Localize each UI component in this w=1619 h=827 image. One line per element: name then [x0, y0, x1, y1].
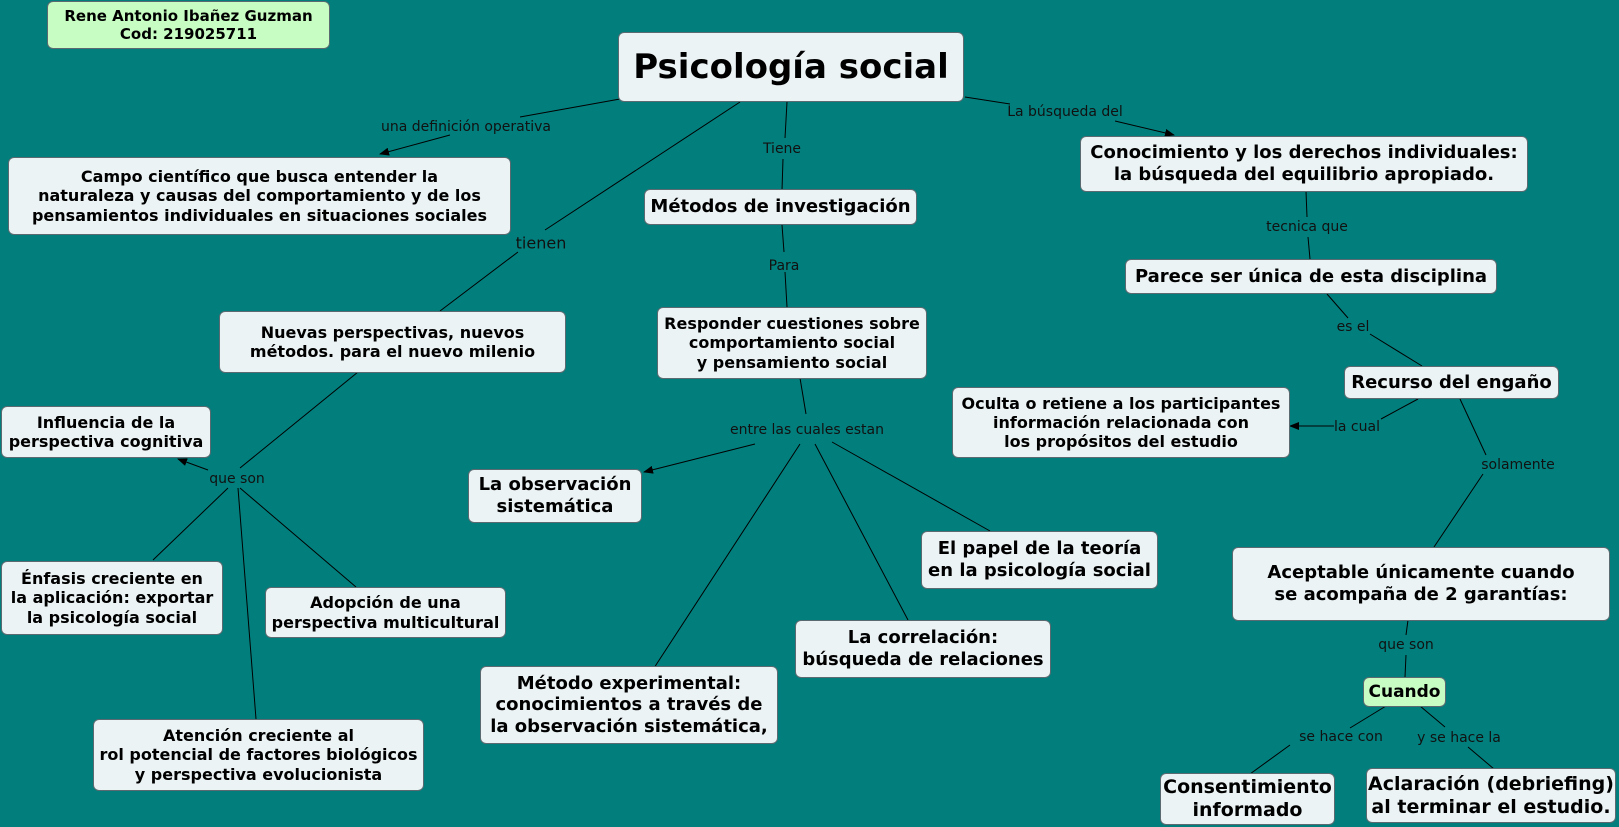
concept-knowledge-rights[interactable]: Conocimiento y los derechos individuales…	[1080, 136, 1528, 192]
link-label-which: la cual	[1334, 419, 1380, 435]
concept-research-methods[interactable]: Métodos de investigación	[644, 189, 917, 225]
link-line	[239, 487, 357, 588]
link-line	[1249, 744, 1291, 775]
root-concept[interactable]: Psicología social	[618, 32, 964, 102]
link-line	[1405, 619, 1409, 636]
concept-deception[interactable]: Recurso del engaño	[1344, 366, 1559, 399]
link-label-which-are-left: que son	[209, 471, 265, 487]
link-line	[1433, 473, 1484, 548]
concept-new-perspectives[interactable]: Nuevas perspectivas, nuevos métodos. par…	[219, 311, 566, 373]
link-line	[1114, 120, 1175, 137]
concept-experimental[interactable]: Método experimental: conocimientos a tra…	[480, 666, 778, 744]
link-line	[237, 487, 257, 720]
link-line	[1349, 705, 1387, 729]
link-line	[1326, 293, 1349, 319]
concept-cognitive[interactable]: Influencia de la perspectiva cognitiva	[1, 406, 211, 458]
link-line	[544, 101, 741, 231]
link-line	[519, 98, 621, 118]
concept-when[interactable]: Cuando	[1363, 677, 1446, 707]
link-label-for: Para	[768, 258, 800, 274]
link-line	[831, 441, 991, 532]
author-name: Rene Antonio Ibañez Guzman	[64, 7, 313, 25]
concept-acceptable[interactable]: Aceptable únicamente cuando se acompaña …	[1232, 547, 1610, 621]
link-line	[964, 96, 1011, 105]
concept-hides-info[interactable]: Oculta o retiene a los participantes inf…	[952, 387, 1290, 458]
concept-multicultural[interactable]: Adopción de una perspectiva multicultura…	[265, 587, 506, 638]
link-line	[177, 458, 209, 471]
concept-consent[interactable]: Consentimiento informado	[1160, 773, 1335, 825]
concept-debriefing[interactable]: Aclaración (debriefing) al terminar el e…	[1366, 768, 1616, 823]
link-line	[1419, 705, 1446, 728]
link-label-among-which: entre las cuales estan	[730, 422, 884, 438]
concept-theory-role[interactable]: El papel de la teoría en la psicología s…	[921, 531, 1158, 589]
link-line	[784, 101, 788, 139]
author-code: Cod: 219025711	[119, 25, 258, 43]
link-line	[784, 271, 788, 308]
link-line	[1305, 190, 1308, 218]
link-label-is-the: es el	[1336, 319, 1370, 335]
link-label-has: Tiene	[762, 141, 802, 157]
link-line	[781, 224, 785, 253]
link-line	[781, 158, 784, 191]
concept-observation[interactable]: La observación sistemática	[468, 469, 642, 523]
link-line	[379, 134, 451, 156]
link-line	[1369, 333, 1423, 367]
link-label-and-done: y se hace la	[1417, 730, 1501, 746]
concept-correlation[interactable]: La correlación: búsqueda de relaciones	[795, 620, 1051, 678]
concept-biological[interactable]: Atención creciente al rol potencial de f…	[93, 719, 424, 791]
link-label-operative-definition: una definición operativa	[381, 119, 551, 135]
link-line	[814, 443, 909, 621]
link-line	[643, 443, 756, 474]
link-label-have: tienen	[515, 233, 567, 253]
link-line	[1404, 654, 1407, 678]
concept-definition[interactable]: Campo científico que busca entender la n…	[8, 157, 511, 235]
link-line	[653, 443, 801, 669]
link-line	[1380, 398, 1419, 420]
concept-unique-discipline[interactable]: Parece ser única de esta disciplina	[1125, 259, 1497, 294]
author-box: Rene Antonio Ibañez Guzman Cod: 21902571…	[47, 1, 330, 49]
concept-answer-questions[interactable]: Responder cuestiones sobre comportamient…	[657, 307, 927, 379]
link-line	[1459, 398, 1487, 456]
link-label-search-of: La búsqueda del	[1007, 104, 1123, 120]
link-line	[152, 487, 229, 561]
link-label-done-with: se hace con	[1299, 729, 1383, 745]
link-line	[1467, 746, 1495, 770]
link-label-which-are-right: que son	[1378, 637, 1434, 653]
link-label-technique-that: tecnica que	[1266, 219, 1348, 235]
concept-application[interactable]: Énfasis creciente en la aplicación: expo…	[1, 561, 223, 635]
link-line	[1307, 236, 1311, 260]
link-label-only: solamente	[1481, 457, 1555, 473]
link-line	[799, 377, 807, 415]
link-line	[239, 371, 359, 469]
link-line	[439, 251, 519, 312]
